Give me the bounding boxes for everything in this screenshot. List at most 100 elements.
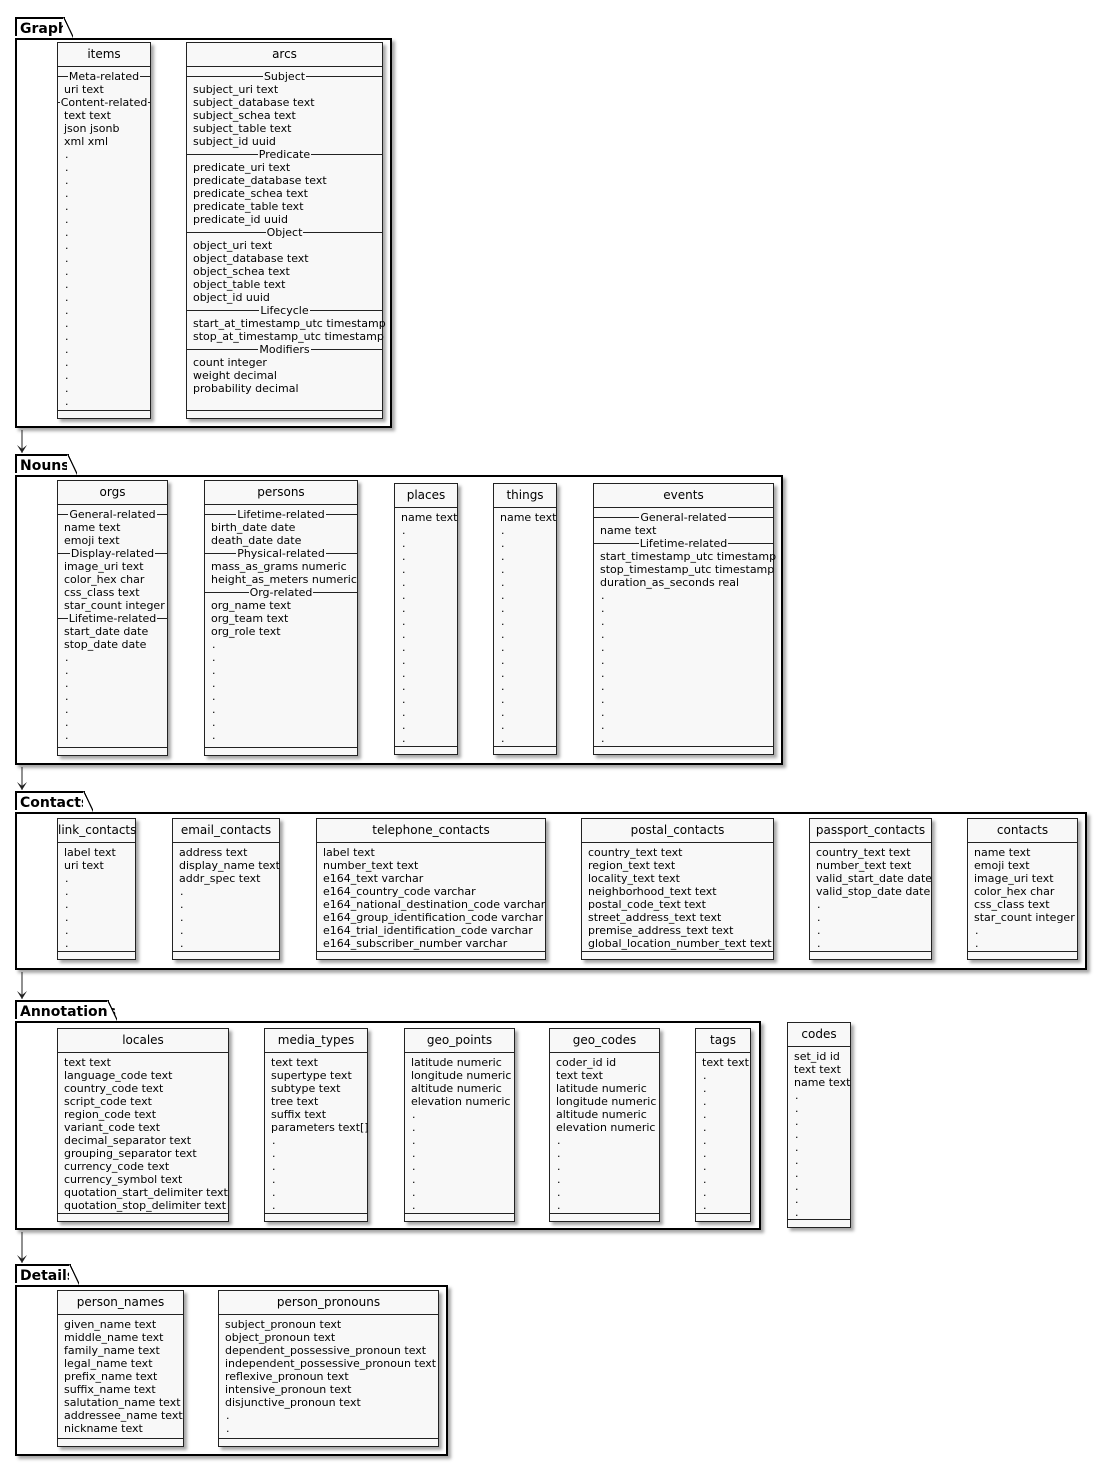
field-row: country_code text [64,1082,164,1095]
field-row: death_date date [211,534,302,547]
flow-arrow [17,972,27,999]
field-row: valid_stop_date date [816,885,931,898]
section-label: General-related [68,508,157,521]
ellipsis-dot: . [65,148,69,161]
ellipsis-dot: . [703,1186,707,1199]
field-row: number_text text [323,859,419,872]
ellipsis-dot: . [703,1173,707,1186]
entity-title: orgs [58,481,167,505]
ellipsis-dot: . [65,664,69,677]
flow-arrow [17,767,27,790]
ellipsis-dot: . [501,641,505,654]
ellipsis-dot: . [601,641,605,654]
field-row: height_as_meters numeric [211,573,357,586]
entity-title: persons [205,481,357,505]
ellipsis-dot: . [557,1173,561,1186]
ellipsis-dot: . [703,1095,707,1108]
ellipsis-dot: . [212,638,216,651]
field-row: elevation numeric [411,1095,511,1108]
ellipsis-dot: . [65,161,69,174]
field-row: color_hex char [974,885,1055,898]
field-row: name text [600,524,657,537]
package-tab-nouns: Nouns [15,454,77,475]
ellipsis-dot: . [557,1147,561,1160]
field-row: quotation_start_delimiter text [64,1186,228,1199]
section-label: Physical-related [236,547,326,560]
entity-title: media_types [265,1029,367,1053]
field-row: subject_schea text [193,109,296,122]
field-row: reflexive_pronoun text [225,1370,349,1383]
field-row: subject_id uuid [193,135,276,148]
ellipsis-dot: . [65,356,69,369]
field-row: supertype text [271,1069,352,1082]
section-separator: Subject [187,70,382,83]
field-row: latitude numeric [556,1082,647,1095]
ellipsis-dot: . [402,719,406,732]
ellipsis-dot: . [795,1154,799,1167]
section-separator: Meta-related [58,70,150,83]
field-row: global_location_number_text text [588,937,772,950]
section-separator: Physical-related [205,547,357,560]
field-row: name text [401,511,458,524]
field-row: name text [500,511,557,524]
field-row: display_name text [179,859,280,872]
ellipsis-dot: . [402,563,406,576]
package-tab-annotations: Annotations [15,1000,117,1021]
field-row: text text [64,1056,111,1069]
field-row: latitude numeric [411,1056,502,1069]
ellipsis-dot: . [212,690,216,703]
ellipsis-dot: . [65,330,69,343]
section-label: Predicate [257,148,312,161]
ellipsis-dot: . [272,1134,276,1147]
section-separator: Lifecycle [187,304,382,317]
ellipsis-dot: . [402,524,406,537]
ellipsis-dot: . [412,1160,416,1173]
ellipsis-dot: . [212,729,216,742]
field-row: disjunctive_pronoun text [225,1396,361,1409]
field-row: css_class text [64,586,140,599]
entity-title: geo_codes [550,1029,659,1053]
ellipsis-dot: . [402,680,406,693]
field-row: text text [271,1056,318,1069]
entity-method-compartment [594,746,773,747]
ellipsis-dot: . [795,1115,799,1128]
ellipsis-dot: . [501,563,505,576]
field-row: label text [64,846,116,859]
section-separator: Predicate [187,148,382,161]
ellipsis-dot: . [65,382,69,395]
entity-title: person_names [58,1291,183,1315]
entity-method-compartment [219,1438,438,1439]
field-row: object_schea text [193,265,290,278]
ellipsis-dot: . [65,677,69,690]
field-row: longitude numeric [411,1069,512,1082]
ellipsis-dot: . [226,1422,230,1435]
field-row: start_timestamp_utc timestamp [600,550,777,563]
ellipsis-dot: . [817,937,821,950]
entity-method-compartment [788,1219,850,1220]
ellipsis-dot: . [402,589,406,602]
ellipsis-dot: . [402,628,406,641]
field-row: duration_as_seconds real [600,576,740,589]
ellipsis-dot: . [402,732,406,745]
field-row: country_text text [588,846,683,859]
entity-method-compartment [187,410,382,411]
entity-title: events [594,484,773,508]
field-row: tree text [271,1095,319,1108]
entity-method-compartment [494,746,556,747]
ellipsis-dot: . [212,651,216,664]
entity-title: tags [696,1029,750,1053]
ellipsis-dot: . [65,239,69,252]
entity-method-compartment [582,951,773,952]
field-row: grouping_separator text [64,1147,197,1160]
field-row: star_count integer [64,599,165,612]
entity-title: things [494,484,556,508]
field-row: mass_as_grams numeric [211,560,347,573]
